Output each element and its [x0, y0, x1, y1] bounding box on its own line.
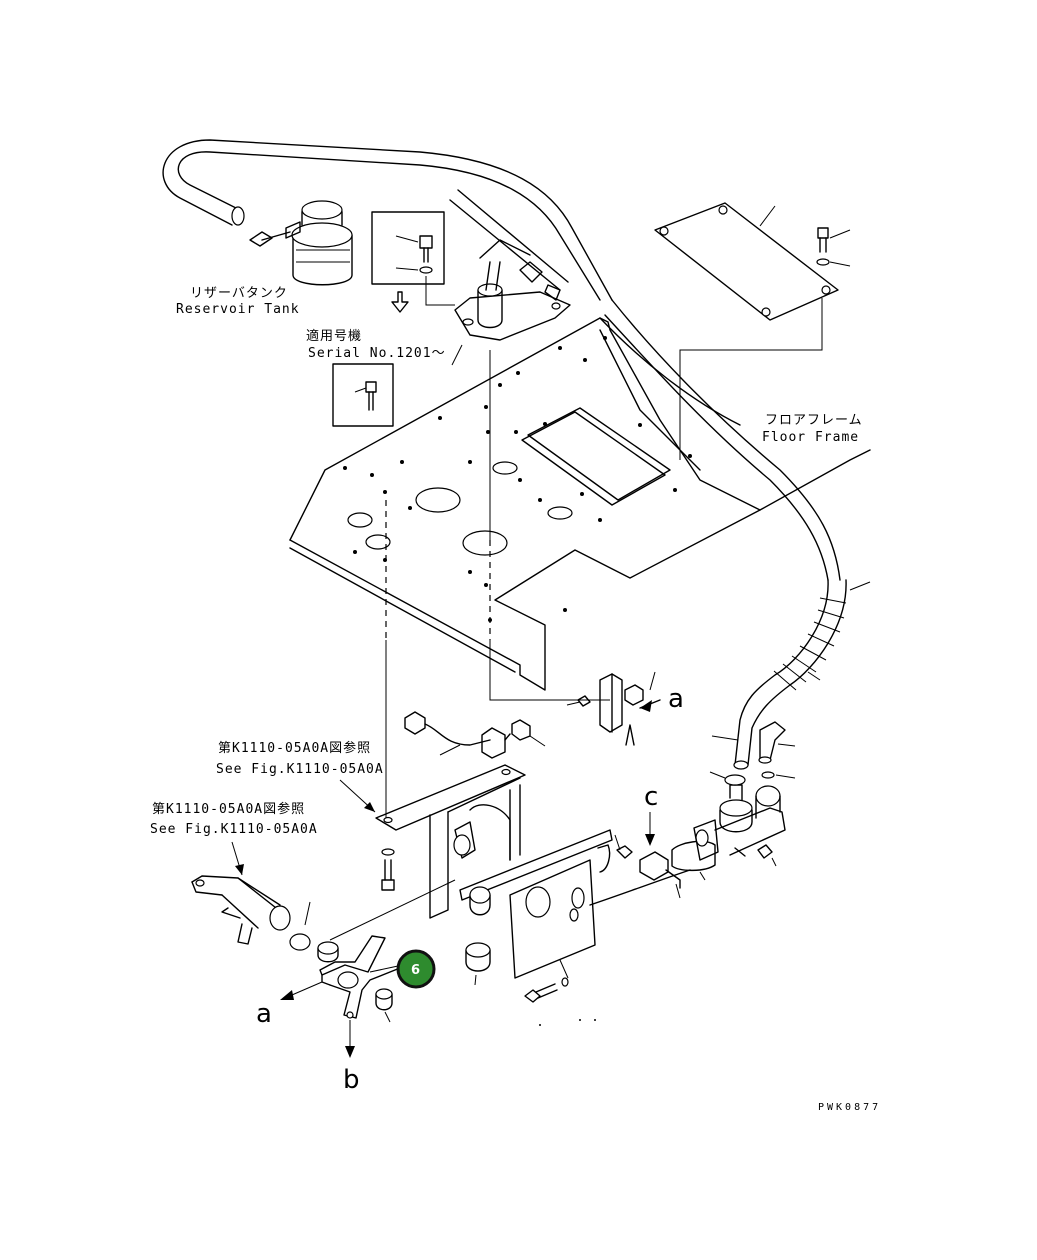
callout-6[interactable]: 6 [369, 949, 436, 989]
wire-harness [404, 711, 546, 759]
leader-arrowhead-2 [235, 864, 244, 875]
floor-frame-label-jp: フロアフレーム [765, 413, 863, 428]
pedal-bracket [375, 764, 613, 979]
floor-frame-label-en: Floor Frame [762, 430, 859, 445]
serial-label-en: Serial No.1201～ [308, 346, 446, 361]
small-bolt-right [614, 834, 633, 859]
reservoir-label-en: Reservoir Tank [176, 302, 300, 317]
master-cylinder [589, 784, 786, 906]
arrow-b [345, 1020, 355, 1058]
bushing-large [465, 942, 491, 986]
arrow-a-left [280, 981, 323, 1000]
arrow-c [645, 812, 655, 846]
see-fig-label-1-jp: 第K1110-05A0A図参照 [218, 740, 371, 756]
serial-inset-box [332, 363, 394, 427]
inset-bolt-box [371, 211, 455, 313]
leader-arrowhead [364, 802, 375, 812]
see-fig-label-2-en: See Fig.K1110-05A0A [150, 822, 318, 837]
bolt-bottom [524, 959, 569, 1003]
marker-a-left: a [256, 999, 272, 1029]
bushing [317, 879, 456, 963]
elbow-fitting [758, 721, 796, 764]
bolt-lower [381, 848, 395, 891]
reservoir-tank [249, 200, 353, 286]
assembly-guide-lines [385, 350, 610, 820]
reservoir-label-jp: リザーバタンク [190, 286, 288, 301]
floor-frame [289, 299, 871, 691]
upper-hose [162, 139, 613, 301]
marker-a-right: a [668, 684, 684, 714]
marker-b: b [343, 1065, 360, 1095]
stray-marks [539, 1019, 596, 1026]
spiral-hose [711, 579, 871, 770]
serial-label-jp: 適用号機 [306, 328, 362, 344]
brake-valve [449, 189, 571, 366]
see-fig-label-1-en: See Fig.K1110-05A0A [216, 762, 384, 777]
see-fig-label-2-jp: 第K1110-05A0A図参照 [152, 801, 305, 817]
hose-clamp [709, 771, 796, 786]
drawing-code: PWK0877 [818, 1102, 881, 1113]
cover-plate [654, 202, 851, 460]
callout-number: 6 [411, 963, 420, 978]
bushing-small [375, 988, 393, 1023]
right-bracket [566, 671, 661, 746]
pedal-shaft [191, 875, 311, 951]
marker-c: c [644, 782, 658, 812]
